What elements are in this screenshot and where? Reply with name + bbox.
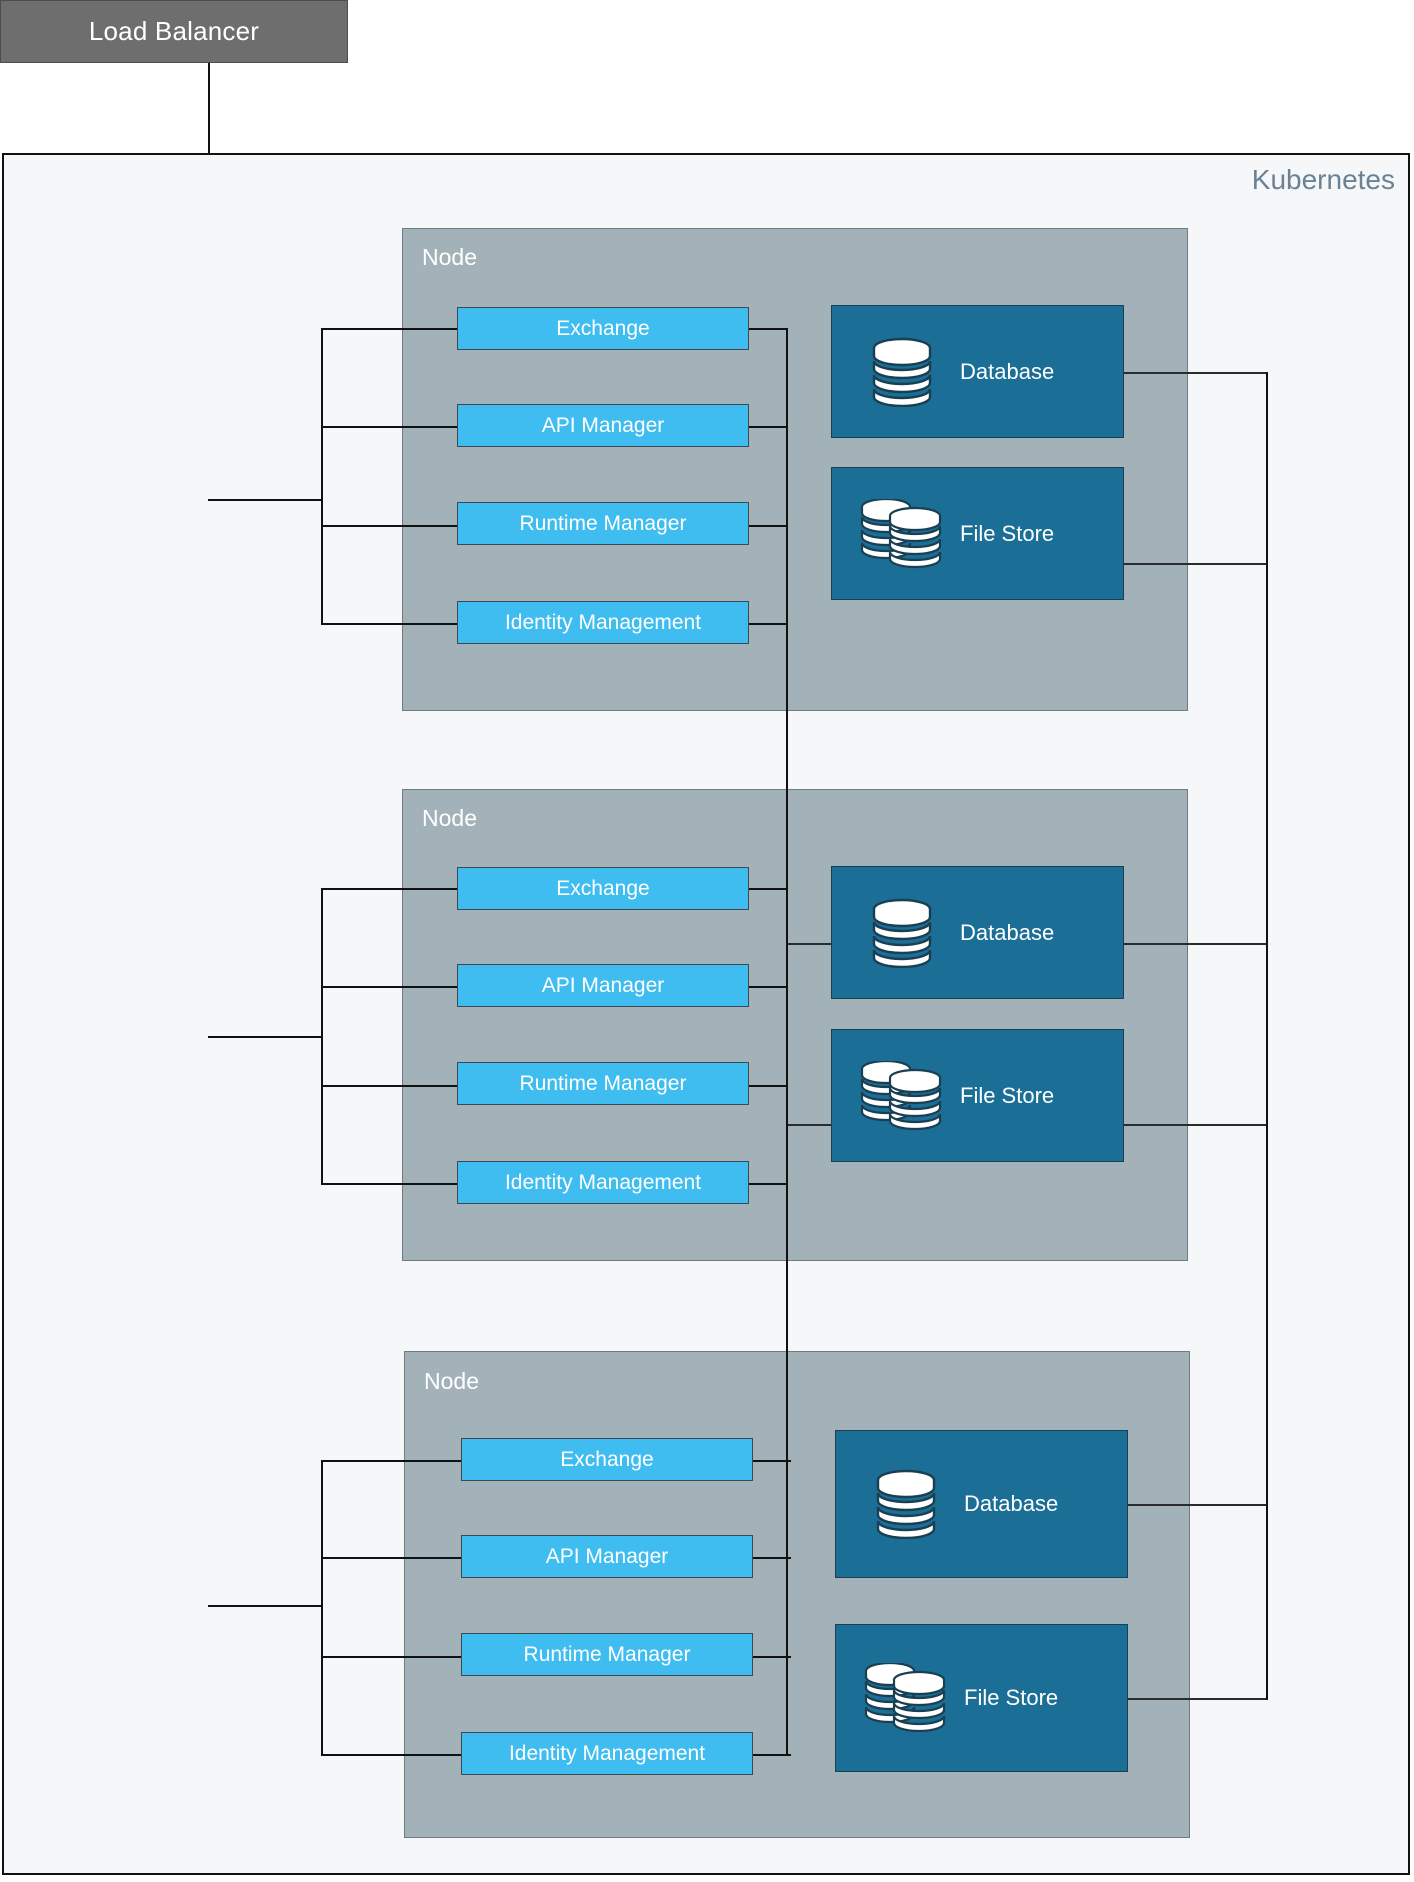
connector-trunk-to-node1-bus <box>208 499 321 501</box>
connector-node1-runtimemanager-out <box>749 525 787 527</box>
data-store-label: Database <box>960 919 1055 945</box>
load-balancer-label: Load Balancer <box>88 16 260 46</box>
service-box-runtime-manager-node3[interactable]: Runtime Manager <box>461 1633 753 1676</box>
data-store-box-file-store-node1[interactable]: File Store <box>831 467 1124 600</box>
node-label-2: Node <box>422 805 477 831</box>
service-box-runtime-manager-node2[interactable]: Runtime Manager <box>457 1062 749 1105</box>
service-label: Runtime Manager <box>519 1071 687 1095</box>
service-box-identity-management-node1[interactable]: Identity Management <box>457 601 749 644</box>
service-box-exchange-node1[interactable]: Exchange <box>457 307 749 350</box>
service-box-identity-management-node2[interactable]: Identity Management <box>457 1161 749 1204</box>
connector-node2-runtimemanager-in <box>321 1085 458 1087</box>
connector-node2-apimanager-in <box>321 986 458 988</box>
service-box-api-manager-node1[interactable]: API Manager <box>457 404 749 447</box>
connector-node2-database-out <box>1124 943 1268 945</box>
node-label-3: Node <box>424 1368 479 1394</box>
connector-node2-identity-out <box>749 1183 787 1185</box>
data-store-label: File Store <box>964 1685 1059 1710</box>
data-store-label: File Store <box>960 520 1055 546</box>
connector-node1-exchange-in <box>321 328 458 330</box>
connector-node2-exchange-out <box>749 888 787 890</box>
connector-node1-runtimemanager-in <box>321 525 458 527</box>
connector-node2-exchange-in <box>321 888 458 890</box>
file-store-stacked-cylinders-icon <box>854 498 950 569</box>
connector-node1-exchange-out <box>749 328 787 330</box>
connector-node3-database-out <box>1128 1504 1268 1506</box>
connector-node1-identity-out <box>749 623 787 625</box>
connector-node3-exchange-out <box>753 1460 791 1462</box>
connector-node3-identity-in <box>321 1754 461 1756</box>
connector-node2-filestore-in <box>787 1124 831 1126</box>
service-label: Exchange <box>560 1447 654 1471</box>
data-store-box-file-store-node3[interactable]: File Store <box>835 1624 1128 1772</box>
connector-node3-exchange-in <box>321 1460 461 1462</box>
service-label: Identity Management <box>504 1170 702 1194</box>
data-store-box-file-store-node2[interactable]: File Store <box>831 1029 1124 1162</box>
connector-node1-apimanager-in <box>321 426 458 428</box>
database-cylinder-icon <box>854 898 950 968</box>
file-store-stacked-cylinders-icon <box>854 1060 950 1131</box>
data-store-box-database-node2[interactable]: Database <box>831 866 1124 999</box>
connector-node3-filestore-out <box>1128 1698 1268 1700</box>
service-label: Exchange <box>556 316 650 340</box>
kubernetes-cluster-label: Kubernetes <box>1251 164 1395 195</box>
service-label: Runtime Manager <box>523 1642 691 1666</box>
data-store-label: Database <box>964 1491 1059 1516</box>
connector-trunk-to-node3-bus <box>208 1605 321 1607</box>
service-box-api-manager-node3[interactable]: API Manager <box>461 1535 753 1578</box>
connector-trunk-to-node2-bus <box>208 1036 321 1038</box>
connector-node1-apimanager-out <box>749 426 787 428</box>
connector-node3-runtimemanager-out <box>753 1656 791 1658</box>
node-label-1: Node <box>422 244 477 270</box>
connector-node2-runtimemanager-out <box>749 1085 787 1087</box>
connector-node2-service-bus <box>321 888 323 1184</box>
connector-node1-filestore-out <box>1124 563 1268 565</box>
connector-node1-service-bus <box>321 328 323 624</box>
service-label: API Manager <box>541 413 665 437</box>
database-cylinder-icon <box>858 1469 954 1539</box>
database-cylinder-icon <box>854 337 950 407</box>
connector-node3-apimanager-out <box>753 1557 791 1559</box>
connector-node2-database-in <box>787 943 831 945</box>
file-store-stacked-cylinders-icon <box>858 1663 954 1733</box>
service-label: Identity Management <box>508 1741 706 1765</box>
data-store-box-database-node3[interactable]: Database <box>835 1430 1128 1578</box>
service-label: Identity Management <box>504 610 702 634</box>
service-label: Exchange <box>556 876 650 900</box>
connector-node3-service-bus <box>321 1460 323 1756</box>
service-box-api-manager-node2[interactable]: API Manager <box>457 964 749 1007</box>
connector-node3-apimanager-in <box>321 1557 461 1559</box>
connector-node2-identity-in <box>321 1183 458 1185</box>
service-box-runtime-manager-node1[interactable]: Runtime Manager <box>457 502 749 545</box>
data-store-box-database-node1[interactable]: Database <box>831 305 1124 438</box>
service-label: API Manager <box>541 973 665 997</box>
service-box-exchange-node2[interactable]: Exchange <box>457 867 749 910</box>
connector-node3-identity-out <box>753 1754 791 1756</box>
service-label: Runtime Manager <box>519 511 687 535</box>
service-label: API Manager <box>545 1544 669 1568</box>
data-store-label: Database <box>960 358 1055 384</box>
connector-data-replication-bus <box>1266 372 1268 1700</box>
connector-node3-runtimemanager-in <box>321 1656 461 1658</box>
service-box-identity-management-node3[interactable]: Identity Management <box>461 1732 753 1775</box>
load-balancer-box[interactable]: Load Balancer <box>0 0 348 63</box>
service-box-exchange-node3[interactable]: Exchange <box>461 1438 753 1481</box>
connector-node2-apimanager-out <box>749 986 787 988</box>
connector-node2-filestore-out <box>1124 1124 1268 1126</box>
connector-node1-database-out <box>1124 372 1268 374</box>
data-store-label: File Store <box>960 1082 1055 1108</box>
connector-internal-service-bus <box>786 328 788 1756</box>
connector-node1-identity-in <box>321 623 458 625</box>
